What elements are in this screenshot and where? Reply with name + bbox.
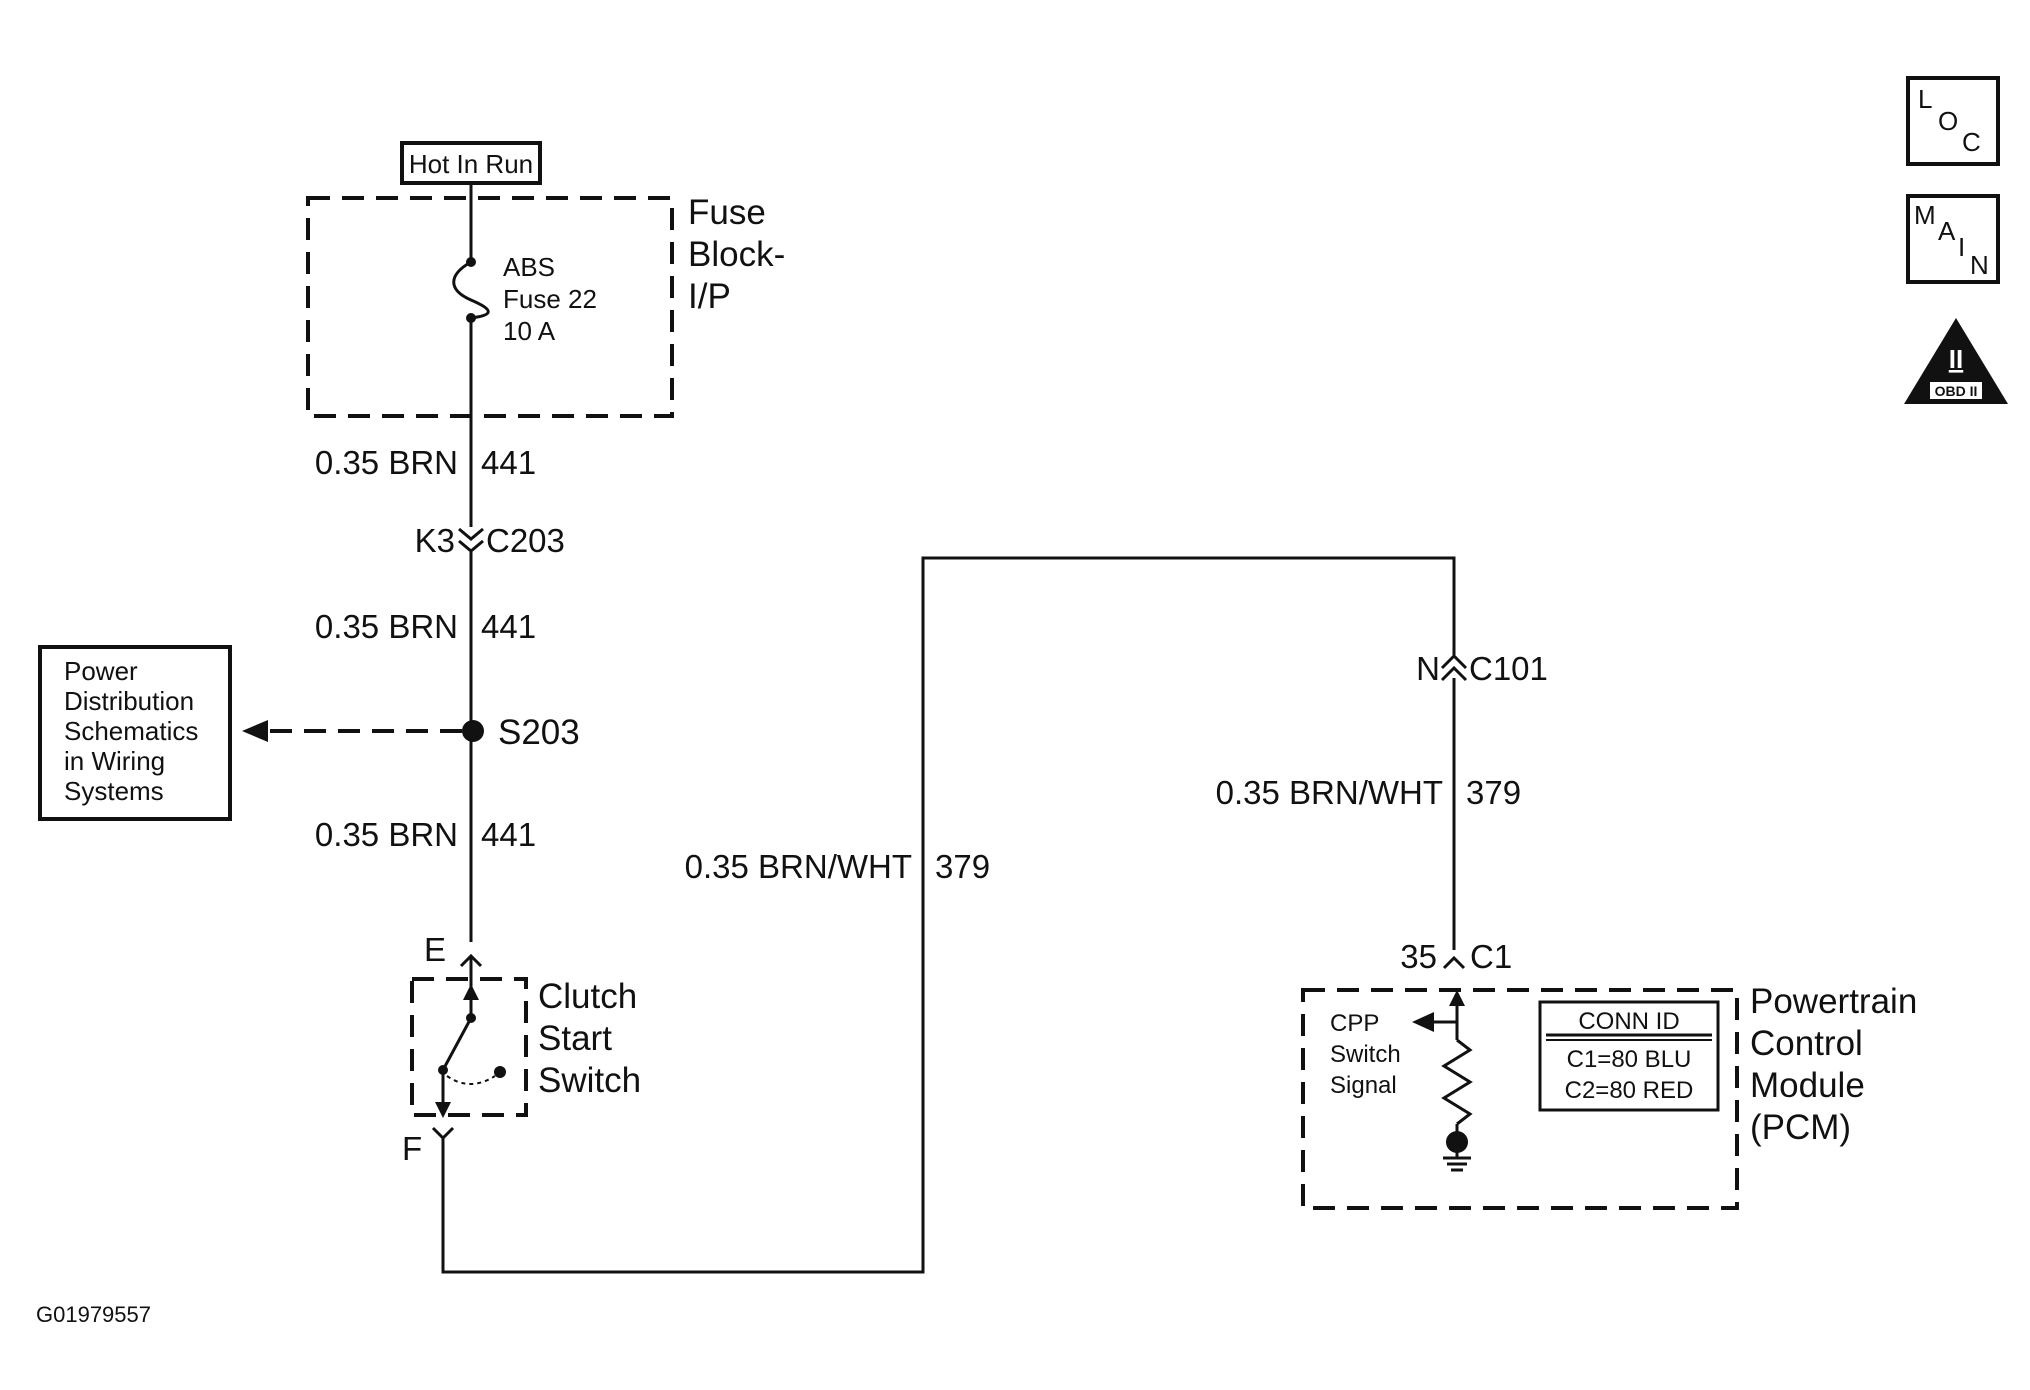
pcm-name-4: (PCM) [1750,1108,1851,1147]
figure-id: G01979557 [36,1302,151,1327]
hot-in-run-label: Hot In Run [400,141,542,185]
clutch-name-1: Clutch [538,977,637,1016]
powertrain-control-module: CPP Switch Signal CONN ID C1=80 BLU C2=8… [1301,982,1917,1210]
power-distribution-reference[interactable]: Power Distribution Schematics in Wiring … [38,645,232,821]
pin-e-label: E [424,931,446,968]
wire-1-gauge: 0.35 BRN [315,444,458,481]
obd-ii-icon[interactable]: II OBD II [1904,318,2008,404]
fuse-block: Fuse Block- I/P ABS Fuse 22 10 A [306,193,785,418]
wire-1-circuit: 441 [481,444,536,481]
c203-name: C203 [486,522,565,559]
obd-label: OBD II [1935,383,1978,399]
connector-c203: K3 C203 [415,522,565,559]
cpp-signal-1: CPP [1330,1010,1379,1037]
pd-line-2: Distribution [64,686,194,716]
main-icon[interactable]: M A I N [1906,194,2000,284]
wire-3-gauge: 0.35 BRN [315,816,458,853]
fuse-block-name-1: Fuse [688,193,766,232]
c101-pin: N [1416,650,1440,687]
wire-5-circuit: 379 [1466,774,1521,811]
loc-icon[interactable]: L O C [1906,76,2000,166]
svg-text:N: N [1970,250,1989,280]
clutch-start-switch: E Clutch Start Switch F [402,931,641,1167]
fuse-block-name-3: I/P [688,277,731,316]
connector-c1: 35 C1 [1400,938,1512,975]
fuse-label-2: Fuse 22 [503,284,597,314]
fuse-label-3: 10 A [503,316,556,346]
signal-arrow-icon [1412,1012,1434,1032]
pcm-name-3: Module [1750,1066,1865,1105]
c1-name: C1 [1470,938,1512,975]
circuit-379-wire [441,556,1456,1274]
pin-f-label: F [402,1130,422,1167]
clutch-name-3: Switch [538,1061,641,1100]
wire-3-circuit: 441 [481,816,536,853]
svg-text:M: M [1914,200,1936,230]
obd-numeral: II [1949,344,1963,374]
fuse-symbol [452,257,490,323]
pd-line-1: Power [64,656,138,686]
pd-line-3: Schematics [64,716,198,746]
connector-c101: N C101 [1416,650,1548,687]
wire-2-gauge: 0.35 BRN [315,608,458,645]
hot-in-run-text: Hot In Run [409,149,533,179]
wire-5-gauge: 0.35 BRN/WHT [1216,774,1443,811]
cpp-signal-2: Switch [1330,1041,1401,1068]
fuse-label-1: ABS [503,252,555,282]
clutch-name-2: Start [538,1019,612,1058]
c1-pin: 35 [1400,938,1437,975]
circuit-441-wire [452,183,490,942]
ground-icon [1443,1150,1471,1172]
pd-line-4: in Wiring [64,746,165,776]
splice-s203: S203 [242,713,580,752]
svg-text:I: I [1958,232,1965,262]
pcm-name-2: Control [1750,1024,1863,1063]
wire-4-circuit: 379 [935,848,990,885]
conn-id-table: CONN ID C1=80 BLU C2=80 RED [1538,1000,1720,1112]
wire-2-circuit: 441 [481,608,536,645]
svg-text:L: L [1918,84,1932,114]
wire-4-gauge: 0.35 BRN/WHT [685,848,912,885]
arrow-left-icon [242,720,268,742]
s203-label: S203 [498,713,580,752]
fuse-block-name-2: Block- [688,235,785,274]
c101-name: C101 [1469,650,1548,687]
conn-id-row-1: C1=80 BLU [1567,1046,1692,1073]
svg-text:A: A [1938,216,1956,246]
svg-text:O: O [1938,106,1958,136]
pd-line-5: Systems [64,776,164,806]
svg-text:C: C [1962,127,1981,157]
cpp-signal-3: Signal [1330,1072,1397,1099]
pcm-name-1: Powertrain [1750,982,1917,1021]
c203-pin: K3 [415,522,455,559]
conn-id-row-2: C2=80 RED [1565,1077,1694,1104]
conn-id-title: CONN ID [1578,1008,1679,1035]
